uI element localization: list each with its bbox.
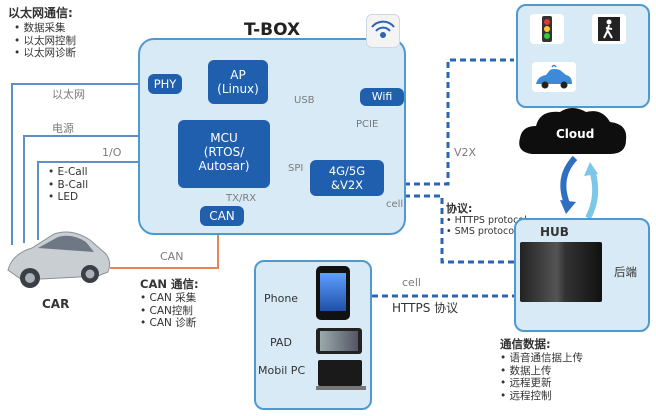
pcie-label: PCIE (356, 119, 379, 130)
hub-up-arrow-head (584, 162, 598, 176)
ethernet-label: 以太网 (52, 88, 85, 101)
io-items-list: E-Call B-Call LED (48, 166, 89, 204)
car-image (7, 231, 111, 288)
ap-line1: AP (230, 68, 246, 82)
backend-label: 后端 (614, 265, 637, 279)
ap-line2: (Linux) (217, 82, 259, 96)
can-line (110, 222, 219, 269)
can-comm-item: CAN控制 (140, 305, 196, 318)
cloud-label: Cloud (556, 127, 595, 141)
modem-line2: &V2X (330, 178, 364, 192)
v2x-label: V2X (454, 146, 477, 159)
ethernet-comm-list: 数据采集 以太网控制 以太网诊断 (14, 22, 77, 60)
can-comm-item: CAN 采集 (140, 292, 197, 305)
can-comm-title: CAN 通信: (140, 277, 199, 291)
modem-line1: 4G/5G (328, 164, 366, 178)
ethernet-comm-title: 以太网通信: (8, 6, 73, 20)
pc-base (316, 386, 366, 390)
phy-chip: PHY (148, 74, 182, 94)
io-item: LED (48, 191, 88, 204)
comm-data-item: 语音通信据上传 (500, 352, 584, 365)
spi-label: SPI (288, 163, 304, 174)
mcu-line2: (RTOS/ (203, 145, 245, 159)
pc-image (316, 360, 366, 392)
pad-label: PAD (270, 336, 292, 349)
phone-image (316, 266, 350, 320)
mcu-chip: MCU (RTOS/ Autosar) (178, 120, 270, 188)
cloud-down-arrow (560, 155, 578, 208)
connected-car-icon (536, 64, 572, 89)
ethernet-comm-item: 数据采集 (14, 22, 76, 35)
traffic-light-card (530, 14, 564, 44)
tbox-title: T-BOX (244, 20, 301, 40)
tbox-cell-label: cell (386, 199, 404, 210)
pad-image (316, 328, 362, 354)
comm-data-item: 远程更新 (500, 377, 583, 390)
ethernet-line (11, 83, 148, 245)
hub-label: HUB (540, 225, 569, 239)
io-label: 1/O (102, 146, 122, 159)
cloud-down-arrow-head (560, 200, 576, 214)
v2x-dashed-line (384, 58, 514, 186)
can-bus-label: CAN (160, 250, 184, 263)
hub-dashed-line (384, 194, 520, 264)
pc-screen (318, 360, 362, 386)
protocol-title: 协议: (446, 202, 473, 215)
https-label: HTTPS 协议 (392, 301, 459, 315)
connected-car-card (532, 62, 576, 92)
wifi-antenna-icon (366, 14, 400, 48)
pad-screen (320, 331, 358, 351)
power-label: 电源 (52, 122, 74, 135)
car-label: CAR (42, 297, 70, 311)
can-chip: CAN (200, 206, 244, 226)
server-rack-image (520, 242, 602, 302)
mcu-line1: MCU (210, 131, 238, 145)
traffic-light-icon (542, 16, 552, 42)
ethernet-comm-item: 以太网诊断 (14, 47, 77, 60)
io-item: B-Call (48, 179, 89, 192)
comm-data-list: 语音通信据上传 数据上传 远程更新 远程控制 (500, 352, 584, 403)
phone-screen (320, 273, 346, 311)
mcu-line3: Autosar) (198, 159, 250, 173)
client-cell-label: cell (402, 276, 421, 289)
can-comm-list: CAN 采集 CAN控制 CAN 诊断 (140, 292, 197, 330)
hub-up-arrow (585, 169, 599, 220)
comm-data-item: 远程控制 (500, 390, 583, 403)
wifi-waves-icon (371, 20, 395, 38)
modem-chip: 4G/5G &V2X (310, 160, 384, 196)
ap-chip: AP (Linux) (208, 60, 268, 104)
protocol-item: SMS protocol (446, 226, 527, 237)
cloud-icon (519, 108, 627, 154)
usb-label: USB (294, 95, 315, 106)
txrx-label: TX/RX (226, 193, 257, 204)
phone-label: Phone (264, 292, 299, 305)
ethernet-comm-item: 以太网控制 (14, 35, 77, 48)
io-item: E-Call (48, 166, 88, 179)
protocol-list: HTTPS protocol SMS protocol (446, 215, 527, 237)
can-comm-item: CAN 诊断 (140, 317, 197, 330)
pedestrian-sign-card (592, 14, 626, 44)
comm-data-title: 通信数据: (500, 337, 551, 351)
io-line (37, 161, 178, 240)
protocol-item: HTTPS protocol (446, 215, 527, 226)
pc-label: Mobil PC (258, 364, 306, 377)
wifi-chip: Wifi (360, 88, 404, 106)
power-line (23, 135, 178, 243)
comm-data-item: 数据上传 (500, 365, 583, 378)
pedestrian-sign-icon (598, 17, 620, 41)
